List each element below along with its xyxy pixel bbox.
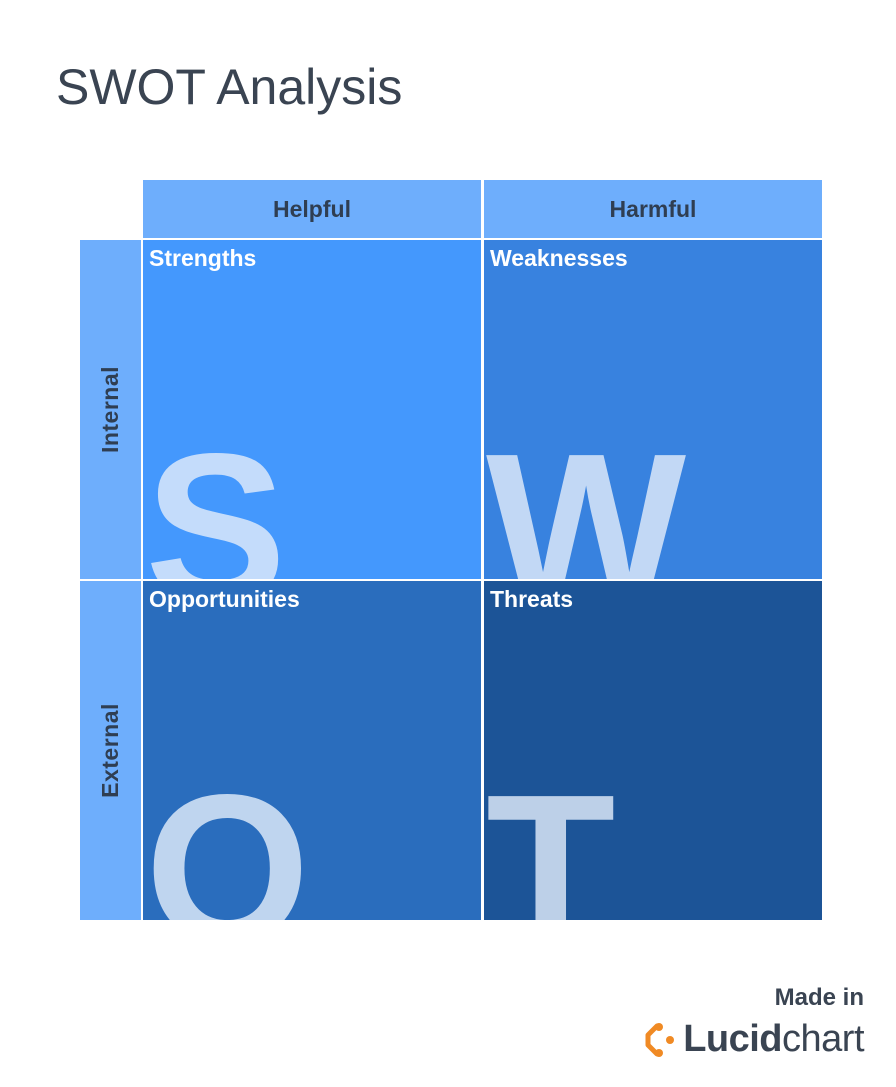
quadrant-weaknesses: Weaknesses W [484,240,822,579]
quadrant-strengths-label: Strengths [149,245,257,271]
lucidchart-wordmark-bold: Lucid [683,1018,783,1060]
lucidchart-wordmark: Lucidchart [683,1018,864,1061]
lucidchart-logo-icon [645,1022,675,1057]
column-header-harmful: Harmful [484,180,822,238]
quadrant-threats: Threats T [484,581,822,920]
row-header-external: External [80,581,141,920]
row-header-external-label: External [97,703,124,798]
page-title: SWOT Analysis [56,59,403,115]
quadrant-strengths: Strengths S [143,240,481,579]
lucidchart-wordmark-regular: chart [782,1018,864,1060]
row-header-internal: Internal [80,240,141,579]
quadrant-opportunities-letter: O [145,750,310,921]
quadrant-opportunities: Opportunities O [143,581,481,920]
lucidchart-logo: Lucidchart [643,1018,864,1061]
quadrant-threats-label: Threats [490,586,574,612]
lucidchart-branding[interactable]: Made in Lucidchart [643,984,864,1061]
row-header-internal-label: Internal [97,365,124,454]
column-header-helpful: Helpful [143,180,481,238]
quadrant-strengths-letter: S [145,409,287,580]
quadrant-weaknesses-letter: W [486,409,687,580]
made-in-label: Made in [774,984,864,1011]
quadrant-threats-letter: T [486,750,616,921]
quadrant-opportunities-label: Opportunities [149,586,300,612]
quadrant-weaknesses-label: Weaknesses [490,245,628,271]
